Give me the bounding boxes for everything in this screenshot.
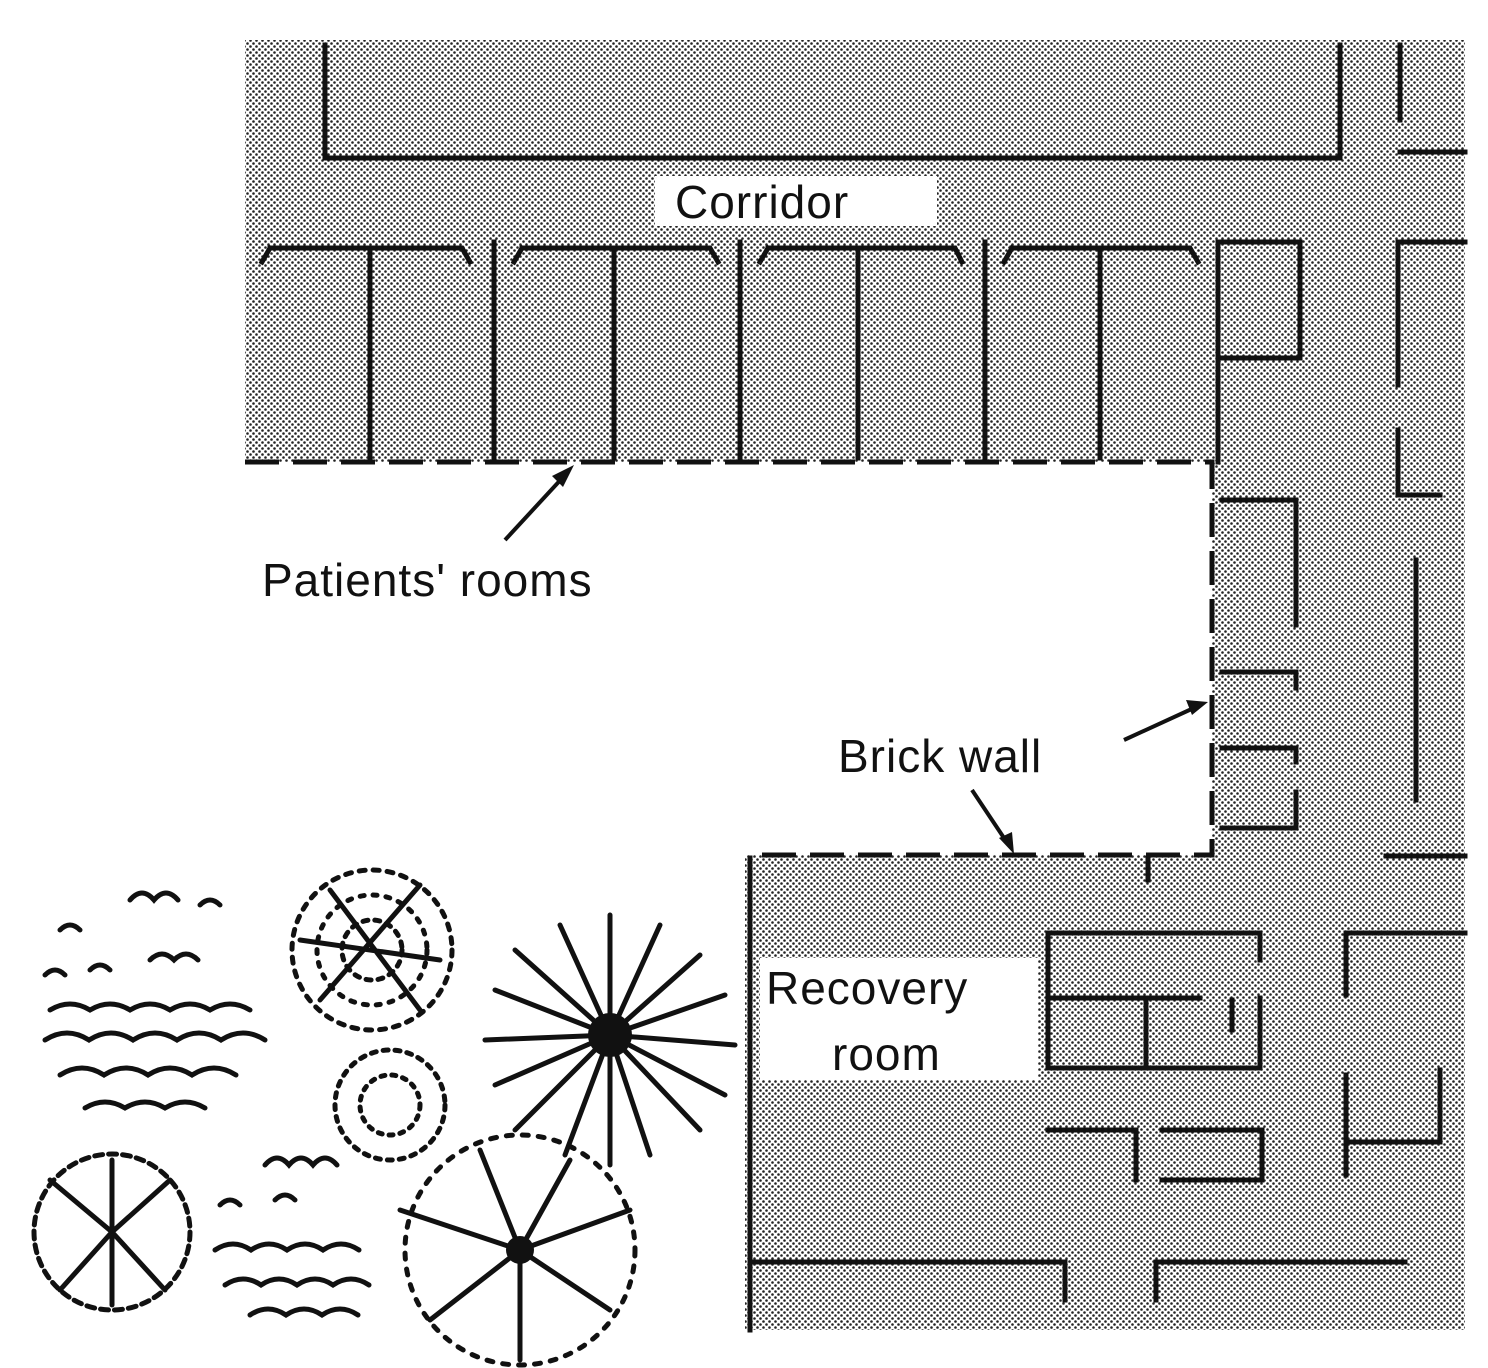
recovery-area-walls bbox=[747, 855, 1468, 1333]
tree-leafy-1 bbox=[289, 867, 455, 1033]
tree-scalloped-1 bbox=[42, 890, 268, 1111]
right-wing-walls bbox=[1215, 239, 1468, 859]
tree-branching bbox=[397, 1132, 638, 1368]
recovery-label-line1: Recovery bbox=[766, 962, 968, 1014]
patients-rooms-partitions bbox=[258, 239, 1202, 461]
corridor-label-bg bbox=[655, 176, 937, 226]
brick-wall-arrows bbox=[970, 700, 1208, 854]
patients-rooms-label: Patients' rooms bbox=[262, 554, 593, 606]
tree-leafy-2 bbox=[31, 1151, 193, 1313]
building-footprint bbox=[245, 40, 1465, 1330]
courtyard-brick-wall bbox=[245, 459, 1215, 858]
recovery-label-bg bbox=[760, 958, 1038, 1080]
upper-room-walls bbox=[322, 42, 1343, 161]
landscape-trees bbox=[31, 867, 738, 1368]
tree-scalloped-2 bbox=[212, 1155, 372, 1319]
upper-right-room-walls bbox=[1397, 42, 1468, 155]
brick-wall-label: Brick wall bbox=[838, 730, 1042, 782]
patients-rooms-arrow bbox=[503, 465, 574, 542]
corridor-label: Corridor bbox=[675, 176, 849, 228]
recovery-label-line2: room bbox=[832, 1028, 941, 1080]
tree-small-dotted bbox=[332, 1047, 448, 1163]
tree-spiky bbox=[482, 912, 738, 1168]
